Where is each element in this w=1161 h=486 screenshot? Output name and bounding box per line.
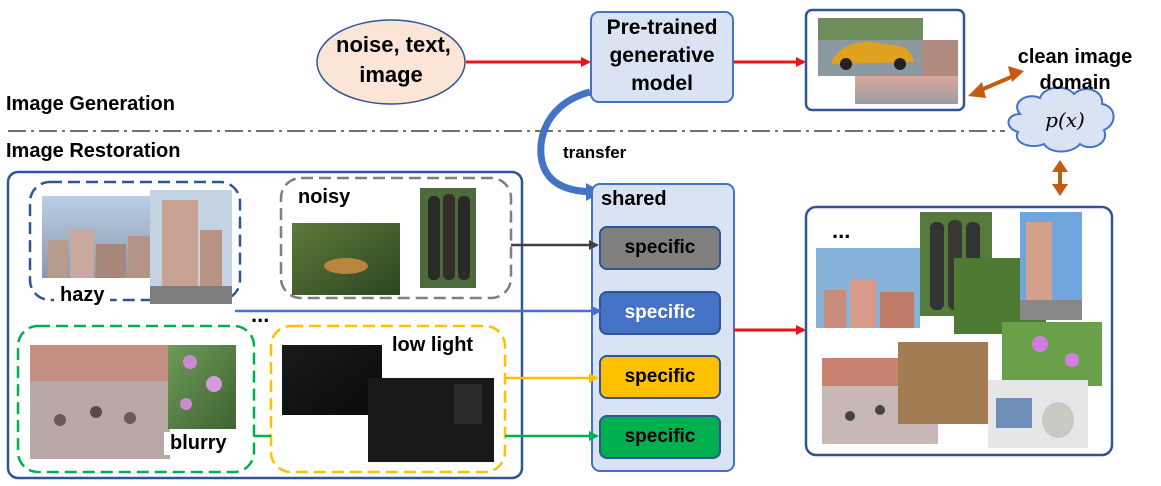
blurry-photo-street [30, 345, 170, 459]
input-ellipse-line2: image [359, 62, 423, 87]
ellipsis-output: ... [832, 218, 851, 243]
generated-photo-car [818, 18, 923, 76]
ellipsis-restoration: ... [251, 302, 270, 327]
generated-photo-street [855, 76, 958, 104]
specific-block-gray [599, 226, 721, 270]
double-arrow-generated-domain [968, 66, 1024, 98]
blurry-photo-flowers [168, 345, 236, 429]
noisy-photo-totems [420, 188, 476, 288]
low-light-group [269, 324, 507, 474]
specific-block-green [599, 415, 721, 459]
restored-photo-room [988, 380, 1088, 448]
pretrained-line1: Pre-trained [606, 16, 718, 39]
pretrained-line2: generative [609, 44, 715, 67]
low-light-photo-dark [282, 345, 382, 415]
blurry-group [16, 324, 256, 474]
restored-photo-flowers [1002, 322, 1102, 386]
specific-label-gray: specific [624, 237, 696, 258]
input-ellipse [316, 19, 466, 105]
double-arrow-domain-restored [1052, 160, 1068, 196]
noisy-group [279, 176, 513, 300]
label-image-restoration: Image Restoration [6, 140, 181, 162]
clean-domain-line1: clean image [1017, 46, 1133, 68]
pretrained-line3: model [631, 72, 693, 95]
specific-label-yellow: specific [624, 366, 696, 387]
transfer-label: transfer [563, 143, 627, 162]
restored-photo-shelf [898, 342, 988, 424]
hazy-group [28, 180, 242, 302]
clean-domain-line2: domain [1039, 72, 1111, 94]
specific-block-yellow [599, 355, 721, 399]
label-blurry: blurry [164, 432, 233, 455]
transfer-arrow [537, 88, 602, 201]
label-hazy: hazy [54, 284, 111, 307]
clean-domain-cloud [1007, 86, 1115, 153]
restored-photo-city [816, 248, 920, 328]
input-ellipse-line1: noise, text, [336, 32, 451, 57]
hazy-photo-tower [150, 190, 232, 304]
label-noisy: noisy [298, 186, 351, 208]
label-image-generation: Image Generation [6, 93, 175, 115]
restored-photo-tower [1020, 212, 1082, 320]
label-low-light: low light [386, 334, 480, 357]
clean-domain-formula: p(x) [1045, 108, 1085, 132]
shared-title: shared [601, 188, 667, 210]
hazy-photo-city [42, 196, 154, 278]
specific-label-green: specific [624, 426, 696, 447]
specific-label-blue: specific [624, 302, 696, 323]
pretrained-model-box [590, 11, 734, 103]
